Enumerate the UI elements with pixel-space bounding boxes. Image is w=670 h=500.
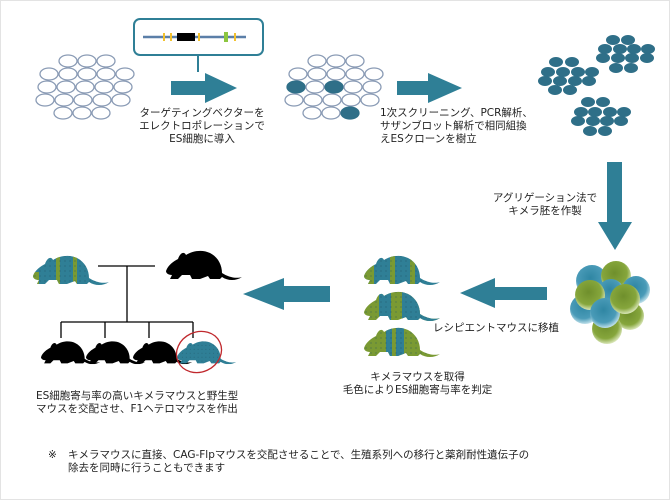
step-electroporation-label: ターゲティングベクターを エレクトロポレーションで ES細胞に導入 [134,107,270,146]
arrow-left-2 [243,278,330,310]
clone-colony [596,35,655,73]
label-line: キメラ胚を作製 [508,205,582,217]
label-line: 毛色によりES細胞寄与率を判定 [342,384,493,396]
arrow-right-1 [171,73,237,103]
note-mark: ※ [48,449,57,461]
label-line: えESクローンを樹立 [380,133,477,145]
label-line: サザンブロット解析で相同組換 [380,120,527,132]
arrow-left-1 [460,278,547,308]
step-crossing-label: ES細胞寄与率の高いキメラマウスと野生型 マウスを交配させ、F1ヘテロマウスを作… [36,390,238,416]
label-line: ターゲティングベクターを [139,107,265,119]
step-aggregation-label: アグリゲーション法で キメラ胚を作製 [485,192,605,218]
pedigree-lines [60,265,194,338]
note-line: キメラマウスに直接、CAG-Flpマウスを交配させることで、生殖系列への移行と薬… [68,449,530,461]
chimera-mouse [364,291,440,321]
arrow-right-2 [397,73,462,103]
f1-hetero-mouse [177,341,237,365]
chimera-mouse [364,255,440,285]
step-screening-label: 1次スクリーニング、PCR解析、 サザンブロット解析で相同組換 えESクローンを… [380,107,533,146]
clone-colony [571,97,631,136]
label-line: アグリゲーション法で [492,192,598,204]
arrow-down [598,162,632,250]
step-transplant-label: レシピエントマウスに移植 [433,322,559,334]
label-line: ES細胞寄与率の高いキメラマウスと野生型 [36,390,239,402]
chimera-embryo [570,261,650,344]
chimera-mouse [364,327,440,357]
clone-colony [538,57,599,95]
chimera-parent-mouse [33,255,109,285]
es-clone-colonies [538,35,655,136]
es-cell-cluster [35,54,135,120]
highlight-circle [175,330,223,374]
label-line: ES細胞に導入 [169,133,235,145]
label-line: 1次スクリーニング、PCR解析、 [380,107,533,119]
wildtype-parent-mouse [166,250,242,280]
label-line: キメラマウスを取得 [370,371,465,383]
label-line: マウスを交配させ、F1ヘテロマウスを作出 [36,403,238,415]
label-line: エレクトロポレーションで [139,120,265,132]
targeting-vector [133,18,264,72]
step-chimera-label: キメラマウスを取得 毛色によりES細胞寄与率を判定 [300,371,535,397]
note-line: 除去を同時に行うこともできます [68,462,226,474]
screened-cell-cluster [284,54,384,120]
